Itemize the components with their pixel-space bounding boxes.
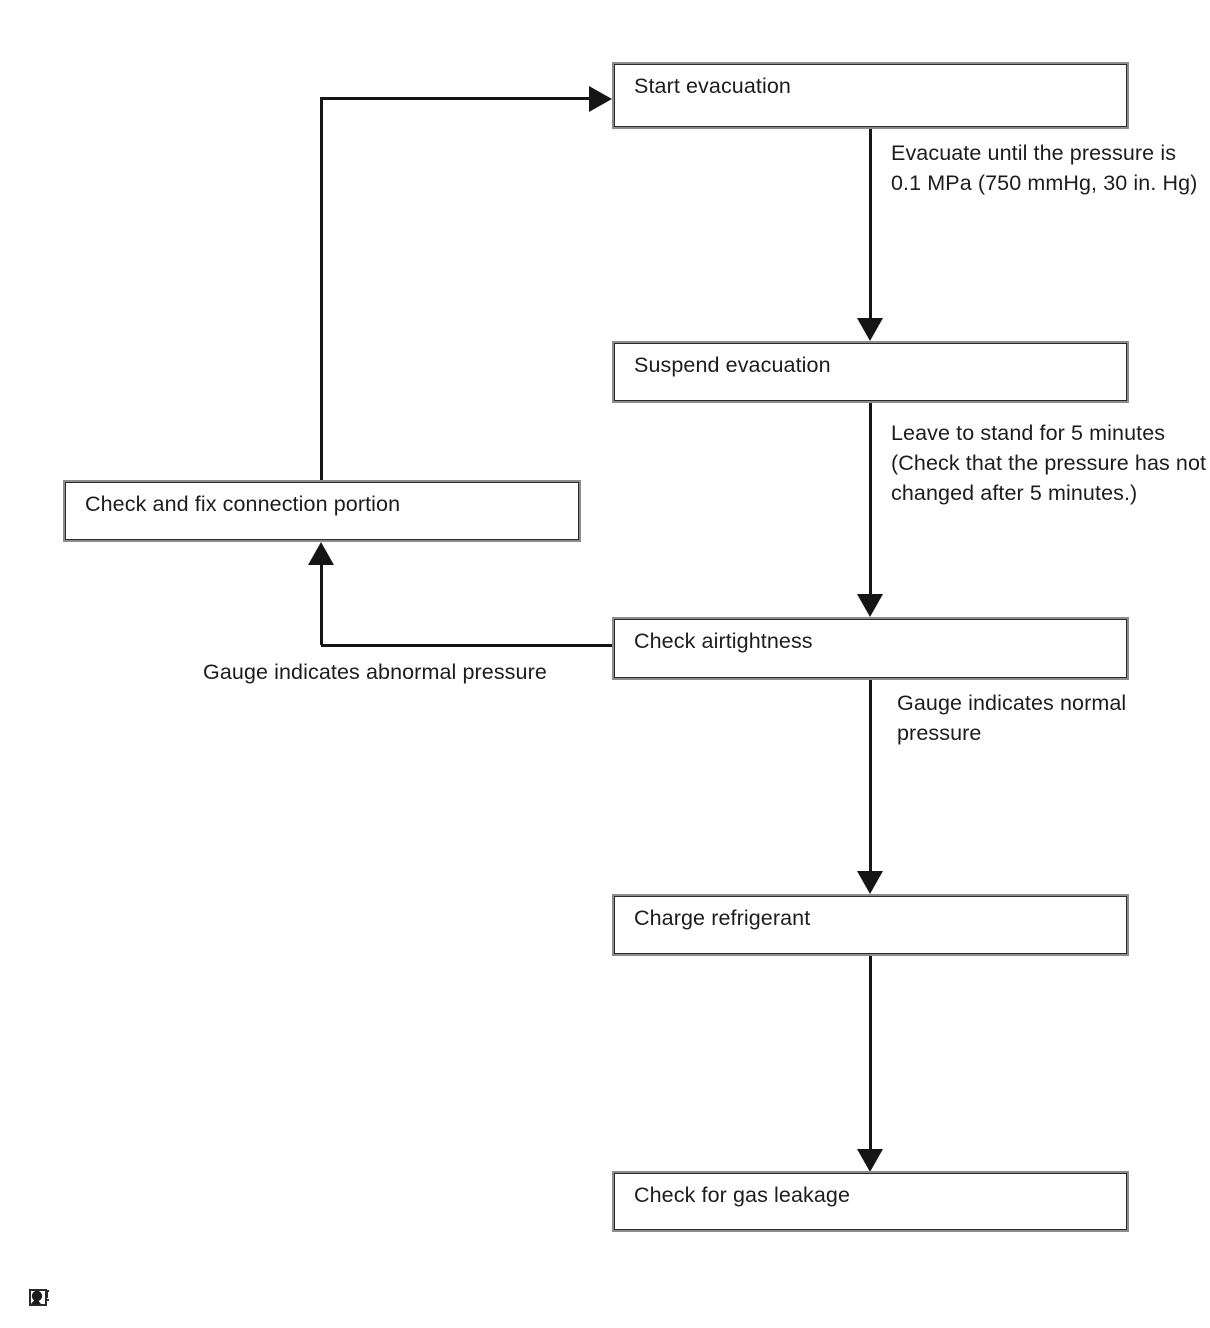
node-check-gas-leakage[interactable]: Check for gas leakage bbox=[612, 1171, 1129, 1232]
arrowhead-into-check-gas-leakage bbox=[857, 1149, 883, 1172]
node-charge-refrigerant[interactable]: Charge refrigerant bbox=[612, 894, 1129, 956]
node-suspend-evacuation[interactable]: Suspend evacuation bbox=[612, 341, 1129, 403]
arrowhead-into-start-evacuation bbox=[589, 86, 612, 112]
broken-image-icon bbox=[29, 1289, 49, 1306]
connector-loop-top-to-start bbox=[320, 97, 592, 100]
arrowhead-into-suspend-evacuation bbox=[857, 318, 883, 341]
connector-start-to-suspend bbox=[869, 128, 872, 320]
node-check-fix-connection-label: Check and fix connection portion bbox=[85, 492, 401, 516]
edge-label-normal-pressure: Gauge indicates normal pressure bbox=[897, 691, 1127, 745]
arrowhead-into-charge-refrigerant bbox=[857, 871, 883, 894]
connector-airtightness-to-charge bbox=[869, 680, 872, 873]
node-check-airtightness[interactable]: Check airtightness bbox=[612, 617, 1129, 680]
node-check-airtightness-label: Check airtightness bbox=[634, 629, 813, 653]
edge-label-leave-to-stand: Leave to stand for 5 minutes (Check that… bbox=[891, 421, 1207, 505]
node-start-evacuation[interactable]: Start evacuation bbox=[612, 62, 1129, 129]
arrowhead-into-check-airtightness bbox=[857, 594, 883, 617]
edge-label-abnormal-pressure: Gauge indicates abnormal pressure bbox=[203, 660, 547, 684]
node-charge-refrigerant-label: Charge refrigerant bbox=[634, 906, 811, 930]
node-check-fix-connection[interactable]: Check and fix connection portion bbox=[63, 480, 581, 542]
node-start-evacuation-label: Start evacuation bbox=[634, 74, 791, 98]
connector-suspend-to-airtightness bbox=[869, 402, 872, 596]
connector-check-fix-to-restart bbox=[320, 97, 323, 482]
connector-airtightness-left-exit bbox=[321, 644, 614, 647]
connector-up-to-check-fix-connection bbox=[320, 565, 323, 645]
edge-label-evacuate-until: Evacuate until the pressure is 0.1 MPa (… bbox=[891, 141, 1198, 195]
connector-charge-to-gas-leakage bbox=[869, 955, 872, 1151]
node-suspend-evacuation-label: Suspend evacuation bbox=[634, 353, 831, 377]
arrowhead-into-check-fix-connection bbox=[308, 542, 334, 565]
node-check-gas-leakage-label: Check for gas leakage bbox=[634, 1183, 851, 1207]
